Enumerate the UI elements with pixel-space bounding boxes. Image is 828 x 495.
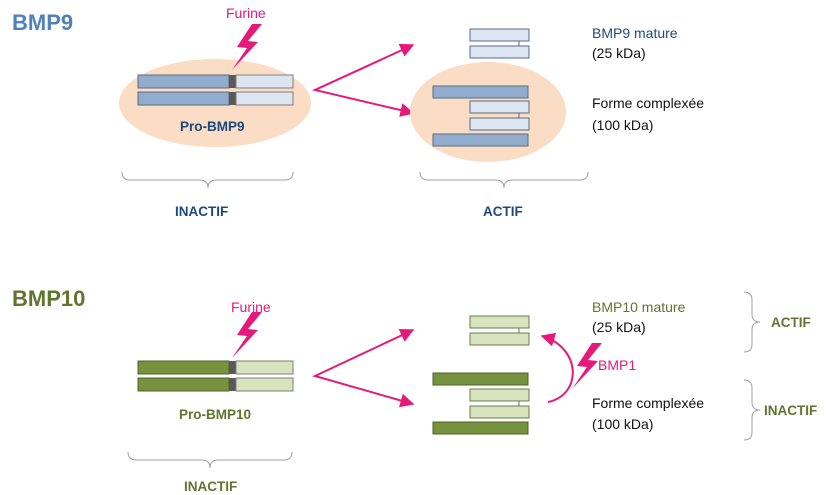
prebmp10-precursor-top (137, 360, 294, 375)
complex-bmp9 (432, 85, 530, 147)
mature-bmp10-dimer (469, 315, 530, 346)
brace-actif-bmp10 (743, 291, 761, 353)
bmp9-complex-mass: (100 kDa) (592, 117, 654, 133)
bmp10-mature-mass: (25 kDa) (592, 319, 646, 335)
bmp10-complex-mass: (100 kDa) (592, 416, 654, 432)
lightning-icon (232, 24, 262, 70)
prebmp10-precursor-bottom (137, 377, 294, 392)
inactif-label-bmp10: INACTIF (184, 479, 238, 494)
cleavage-arrows-bmp10 (312, 329, 415, 408)
cleavage-arrows-bmp9 (311, 43, 415, 117)
lightning-icon (572, 343, 602, 389)
prebmp9-precursor-top (137, 74, 294, 89)
bmp10-title: BMP10 (12, 286, 86, 311)
bmp10-complex-label: Forme complexée (592, 395, 705, 411)
brace-inactif-bmp10-right (743, 379, 761, 441)
brace-inactif-bmp9 (121, 171, 294, 189)
bmp10-mature-label: BMP10 mature (592, 299, 686, 315)
mature-bmp9-dimer (469, 28, 530, 59)
prebmp9-precursor-bottom (137, 91, 294, 106)
bmp9-mature-mass: (25 kDa) (592, 45, 646, 61)
brace-actif-bmp9 (419, 171, 589, 189)
furine-label-bmp9: Furine (226, 5, 266, 21)
prebmp10-label: Pro-BMP10 (179, 407, 252, 422)
bmp1-label: BMP1 (598, 357, 637, 373)
brace-inactif-bmp10 (127, 451, 293, 469)
inactif-label-bmp10-right: INACTIF (764, 403, 818, 418)
actif-label-bmp9: ACTIF (483, 204, 523, 219)
furine-label-bmp10: Furine (231, 299, 271, 315)
bmp9-title: BMP9 (12, 10, 74, 35)
bmp9-mature-label: BMP9 mature (592, 25, 678, 41)
bmp9-complex-label: Forme complexée (592, 95, 705, 111)
lightning-icon (232, 312, 262, 358)
bmp1-release-arrow (540, 332, 574, 403)
inactif-label-bmp9: INACTIF (175, 204, 229, 219)
prebmp9-label: Pro-BMP9 (180, 119, 245, 134)
complex-bmp10 (432, 372, 530, 435)
actif-label-bmp10: ACTIF (771, 315, 811, 330)
